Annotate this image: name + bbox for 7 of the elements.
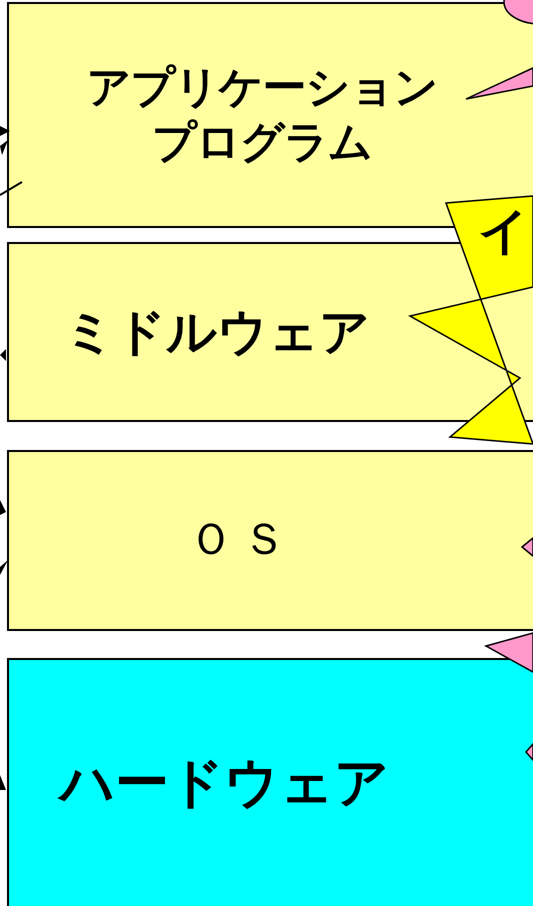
callout-text: イ [478, 206, 529, 256]
layer-label: ミドルウェア [64, 302, 370, 362]
layer-box [7, 450, 533, 631]
layer-label: アプリケーションプログラム [86, 61, 438, 170]
layer-label: ハードウェア [60, 750, 389, 816]
hardware-box [7, 658, 533, 906]
layer-label: ＯＳ [189, 514, 295, 567]
